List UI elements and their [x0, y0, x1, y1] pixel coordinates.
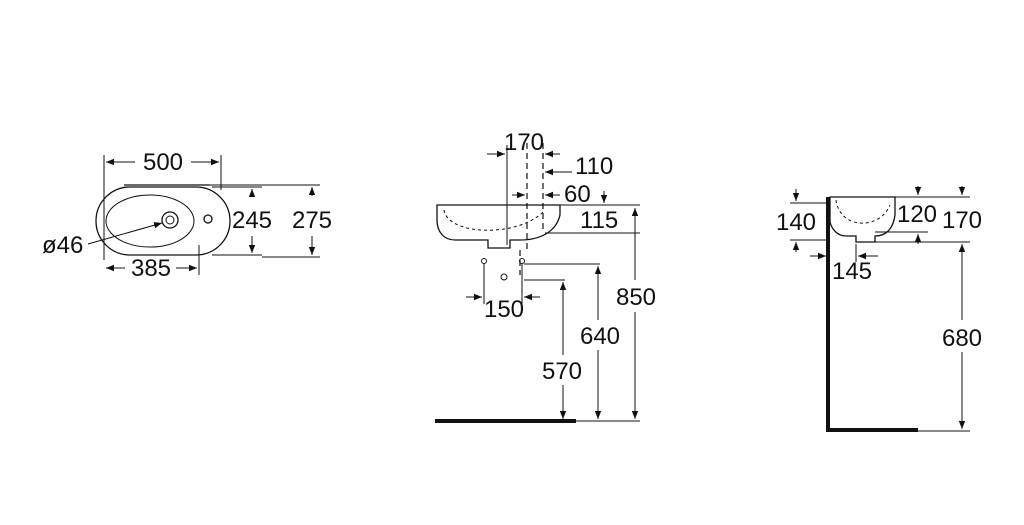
tap-hole	[203, 214, 213, 224]
top-view: 500 385 245 275 ø46	[42, 149, 332, 282]
dim-500-label: 500	[143, 149, 183, 176]
side-view: 140 120 170 145 680	[776, 186, 982, 432]
front-view: 170 110 60 115 150 850 640	[435, 129, 656, 423]
dim-385-label: 385	[131, 255, 171, 282]
dim-850-label: 850	[616, 284, 656, 311]
tap-hole-label: ø46	[42, 232, 83, 259]
drain-circle	[161, 211, 179, 229]
dim-150-label: 150	[484, 296, 524, 323]
bowl-hidden-line	[443, 209, 546, 231]
outlet-point	[519, 258, 525, 264]
bowl-inner-plan	[105, 194, 195, 248]
dim-680-label: 680	[942, 325, 982, 352]
outlet-point	[481, 258, 487, 264]
outlet-point	[500, 273, 508, 281]
wall-line	[826, 197, 918, 432]
dim-145-label: 145	[832, 258, 872, 285]
tap-leader	[87, 222, 163, 245]
dim-170-label: 170	[504, 129, 544, 156]
dim-115-label: 115	[580, 207, 618, 234]
dim-60-label: 60	[564, 181, 591, 208]
dim-640-label: 640	[580, 323, 620, 350]
basin-body-front	[436, 204, 561, 249]
dim-245-label: 245	[232, 207, 272, 234]
dim-120-label: 120	[897, 201, 937, 228]
drain-inner	[165, 215, 175, 225]
dim-140-label: 140	[776, 209, 816, 236]
basin-body-side	[829, 196, 896, 243]
basin-outline-plan	[95, 186, 231, 256]
bowl-hidden-line-side	[835, 199, 891, 224]
dim-570-label: 570	[542, 358, 582, 385]
dim-110-label: 110	[575, 153, 613, 180]
dim-275-label: 275	[292, 207, 332, 234]
dim-170-side-label: 170	[942, 207, 982, 234]
